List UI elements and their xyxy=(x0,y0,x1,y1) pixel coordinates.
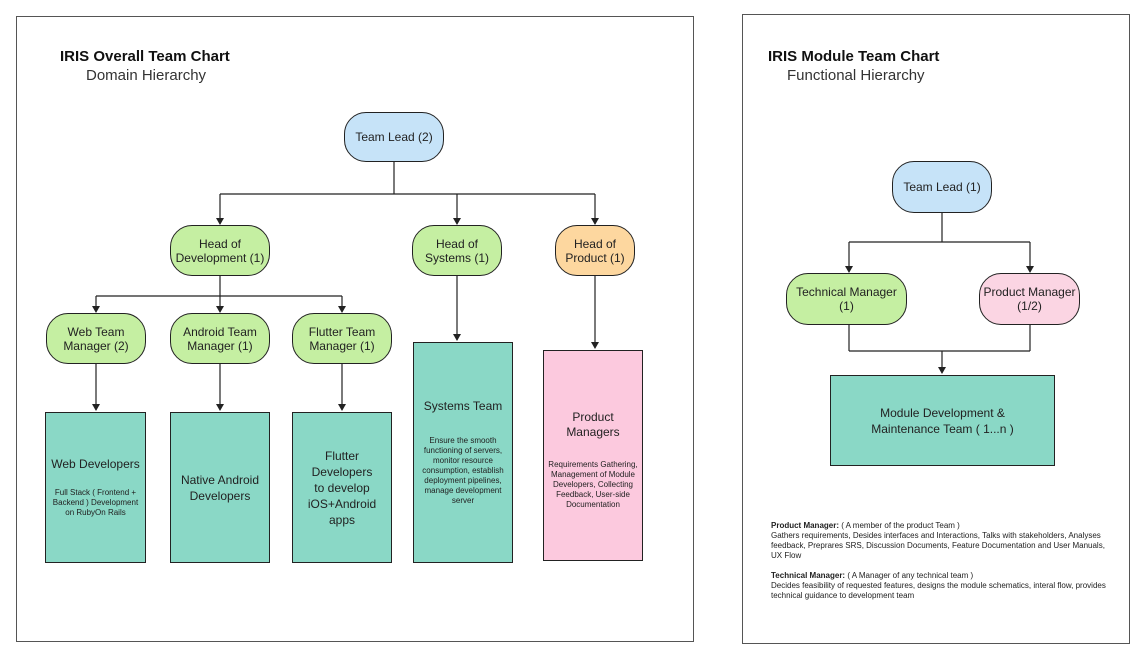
node-team-lead: Team Lead (2) xyxy=(344,112,444,162)
product-managers-desc: Requirements Gathering, Management of Mo… xyxy=(548,460,638,509)
product-manager-note-desc: Gathers requirements, Desides interfaces… xyxy=(771,531,1105,560)
technical-manager-note-desc: Decides feasibility of requested feature… xyxy=(771,581,1106,600)
overall-chart-title: IRIS Overall Team Chart xyxy=(60,48,230,65)
node-head-systems: Head of Systems (1) xyxy=(412,225,502,276)
node-native-android-developers: Native Android Developers xyxy=(170,412,270,563)
flutter-developers-title: Flutter Developers to develop iOS+Androi… xyxy=(307,448,377,527)
product-manager-note: Product Manager: ( A member of the produ… xyxy=(771,521,1107,561)
product-managers-title: Product Managers xyxy=(566,410,620,439)
native-android-developers-title: Native Android Developers xyxy=(180,472,260,503)
web-developers-desc: Full Stack ( Frontend + Backend ) Develo… xyxy=(52,488,139,517)
product-manager-note-role: ( A member of the product Team ) xyxy=(839,521,960,530)
node-android-team-manager: Android Team Manager (1) xyxy=(170,313,270,364)
node-product-manager: Product Manager (1/2) xyxy=(979,273,1080,325)
module-chart-subtitle: Functional Hierarchy xyxy=(787,67,925,84)
node-product-managers: Product Managers Requirements Gathering,… xyxy=(543,350,643,561)
node-head-development: Head of Development (1) xyxy=(170,225,270,276)
technical-manager-note-label: Technical Manager: xyxy=(771,571,846,580)
node-flutter-developers: Flutter Developers to develop iOS+Androi… xyxy=(292,412,392,563)
systems-team-title: Systems Team xyxy=(423,399,503,413)
module-chart-title: IRIS Module Team Chart xyxy=(768,48,940,65)
node-technical-manager: Technical Manager (1) xyxy=(786,273,907,325)
node-flutter-team-manager: Flutter Team Manager (1) xyxy=(292,313,392,364)
overall-chart-subtitle: Domain Hierarchy xyxy=(86,67,207,84)
node-module-development-team: Module Development & Maintenance Team ( … xyxy=(830,375,1055,466)
node-web-developers: Web Developers Full Stack ( Frontend + B… xyxy=(45,412,146,563)
technical-manager-note-role: ( A Manager of any technical team ) xyxy=(845,571,974,580)
technical-manager-note: Technical Manager: ( A Manager of any te… xyxy=(771,571,1107,601)
product-manager-note-label: Product Manager: xyxy=(771,521,840,530)
node-head-product: Head of Product (1) xyxy=(555,225,635,276)
role-notes: Product Manager: ( A member of the produ… xyxy=(771,521,1107,611)
node-module-team-lead: Team Lead (1) xyxy=(892,161,992,213)
web-developers-title: Web Developers xyxy=(51,457,140,471)
module-team-chart-panel xyxy=(742,14,1130,644)
node-systems-team: Systems Team Ensure the smooth functioni… xyxy=(413,342,513,563)
node-web-team-manager: Web Team Manager (2) xyxy=(46,313,146,364)
systems-team-desc: Ensure the smooth functioning of servers… xyxy=(422,436,504,505)
